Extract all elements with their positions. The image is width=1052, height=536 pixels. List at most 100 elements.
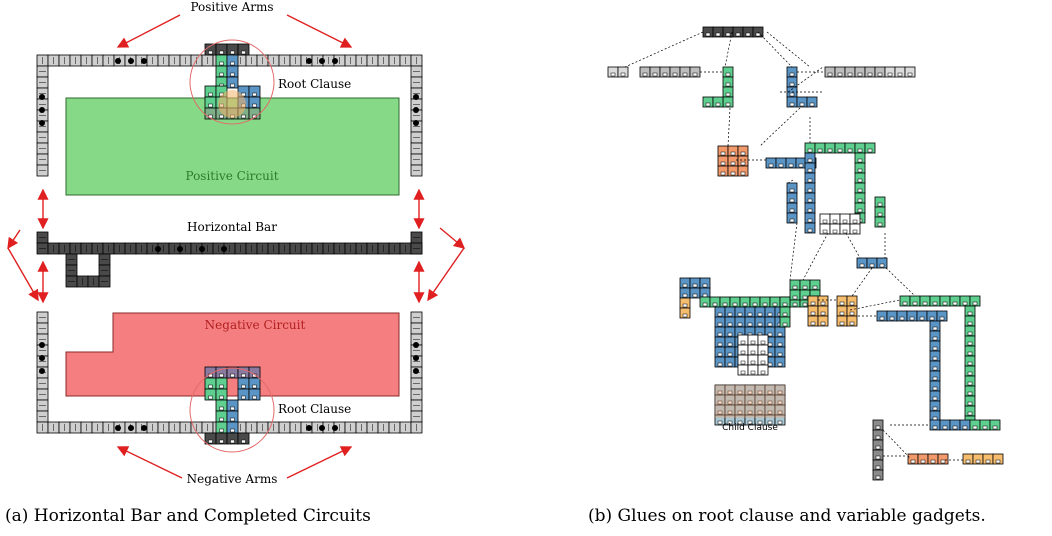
glue-port	[768, 163, 774, 168]
glue-port	[208, 395, 213, 400]
dot-marker	[128, 58, 134, 64]
glue-port	[219, 406, 224, 411]
connector-blue-tile	[876, 257, 888, 269]
glue-port	[839, 321, 845, 326]
glue-port	[962, 301, 968, 306]
glue-port	[930, 459, 936, 464]
dashed-connector	[727, 107, 731, 147]
dot-marker	[39, 107, 45, 113]
glue-port	[727, 420, 733, 425]
variable-orange-tile	[992, 453, 1004, 465]
glue-port	[727, 312, 733, 317]
glue-port	[620, 72, 626, 77]
dot-marker	[332, 425, 338, 431]
glue-port	[241, 50, 246, 55]
glue-port	[717, 332, 723, 337]
glue-port	[241, 439, 246, 444]
glue-port	[952, 425, 958, 430]
glue-port	[857, 208, 863, 213]
horizontal-bar-label: Horizontal Bar	[187, 220, 277, 234]
glue-port	[967, 331, 973, 336]
glue-port	[952, 301, 958, 306]
glue-port	[849, 301, 855, 306]
dashed-connector	[624, 31, 704, 68]
glue-port	[692, 293, 698, 298]
glue-port	[760, 370, 766, 375]
glue-port	[757, 420, 763, 425]
loop-green-tile	[864, 142, 876, 154]
glue-port	[839, 311, 845, 316]
dashed-connector	[851, 267, 873, 297]
glue-port	[230, 417, 235, 422]
glue-port	[857, 198, 863, 203]
glue-port	[842, 219, 848, 224]
glue-port	[932, 406, 938, 411]
glue-port	[727, 342, 733, 347]
glue-port	[792, 302, 798, 307]
glue-port	[740, 370, 746, 375]
glue-port	[929, 316, 935, 321]
glue-port	[767, 420, 773, 425]
clause-blue-tile	[806, 96, 818, 108]
dot-marker	[199, 246, 205, 252]
glue-port	[767, 352, 773, 357]
cluster-orange-tile	[679, 307, 691, 319]
variable-orange-tile	[937, 453, 949, 465]
glue-port	[732, 302, 738, 307]
glue-port	[847, 148, 853, 153]
glue-port	[920, 459, 926, 464]
dot-marker	[413, 355, 419, 361]
glue-port	[877, 222, 883, 227]
dot-marker	[128, 425, 134, 431]
glue-port	[847, 72, 853, 77]
glue-port	[230, 373, 235, 378]
glue-port	[807, 228, 813, 233]
glue-port	[789, 102, 795, 107]
glue-port	[715, 32, 721, 37]
glue-port	[782, 302, 788, 307]
loop-white-tile	[849, 223, 861, 235]
dot-marker	[39, 94, 45, 100]
dashed-connector	[757, 31, 793, 68]
glue-port	[252, 384, 257, 389]
glue-port	[807, 208, 813, 213]
glue-port	[777, 362, 783, 367]
glue-port	[717, 352, 723, 357]
glue-port	[839, 301, 845, 306]
glue-port	[777, 420, 783, 425]
glue-port	[219, 395, 224, 400]
right-arm-faded-tile	[904, 66, 916, 78]
glue-port	[717, 390, 723, 395]
glue-port	[208, 50, 213, 55]
glue-port	[692, 72, 698, 77]
glue-port	[857, 158, 863, 163]
glue-port	[820, 321, 826, 326]
branch-blue-tile	[936, 310, 948, 322]
dot-marker	[141, 58, 147, 64]
glue-port	[757, 322, 763, 327]
glue-port	[932, 326, 938, 331]
glue-port	[737, 420, 743, 425]
glue-port	[820, 311, 826, 316]
glue-port	[975, 459, 981, 464]
dot-marker	[413, 368, 419, 374]
glue-port	[219, 417, 224, 422]
red-arrow	[286, 446, 353, 479]
glue-port	[747, 420, 753, 425]
glue-port	[230, 406, 235, 411]
glue-port	[682, 303, 688, 308]
dot-marker	[332, 58, 338, 64]
glue-port	[932, 346, 938, 351]
glue-port	[720, 161, 726, 166]
dashed-connector	[724, 31, 733, 68]
glue-port	[702, 302, 708, 307]
root-clause-highlight-circle	[189, 367, 275, 453]
dashed-connector	[882, 429, 911, 459]
glue-port	[820, 301, 826, 306]
glue-port	[717, 400, 723, 405]
dashed-connector	[845, 232, 861, 259]
glue-port	[652, 72, 658, 77]
glue-port	[810, 301, 816, 306]
glue-port	[767, 410, 773, 415]
clause-green-tile	[712, 96, 724, 108]
